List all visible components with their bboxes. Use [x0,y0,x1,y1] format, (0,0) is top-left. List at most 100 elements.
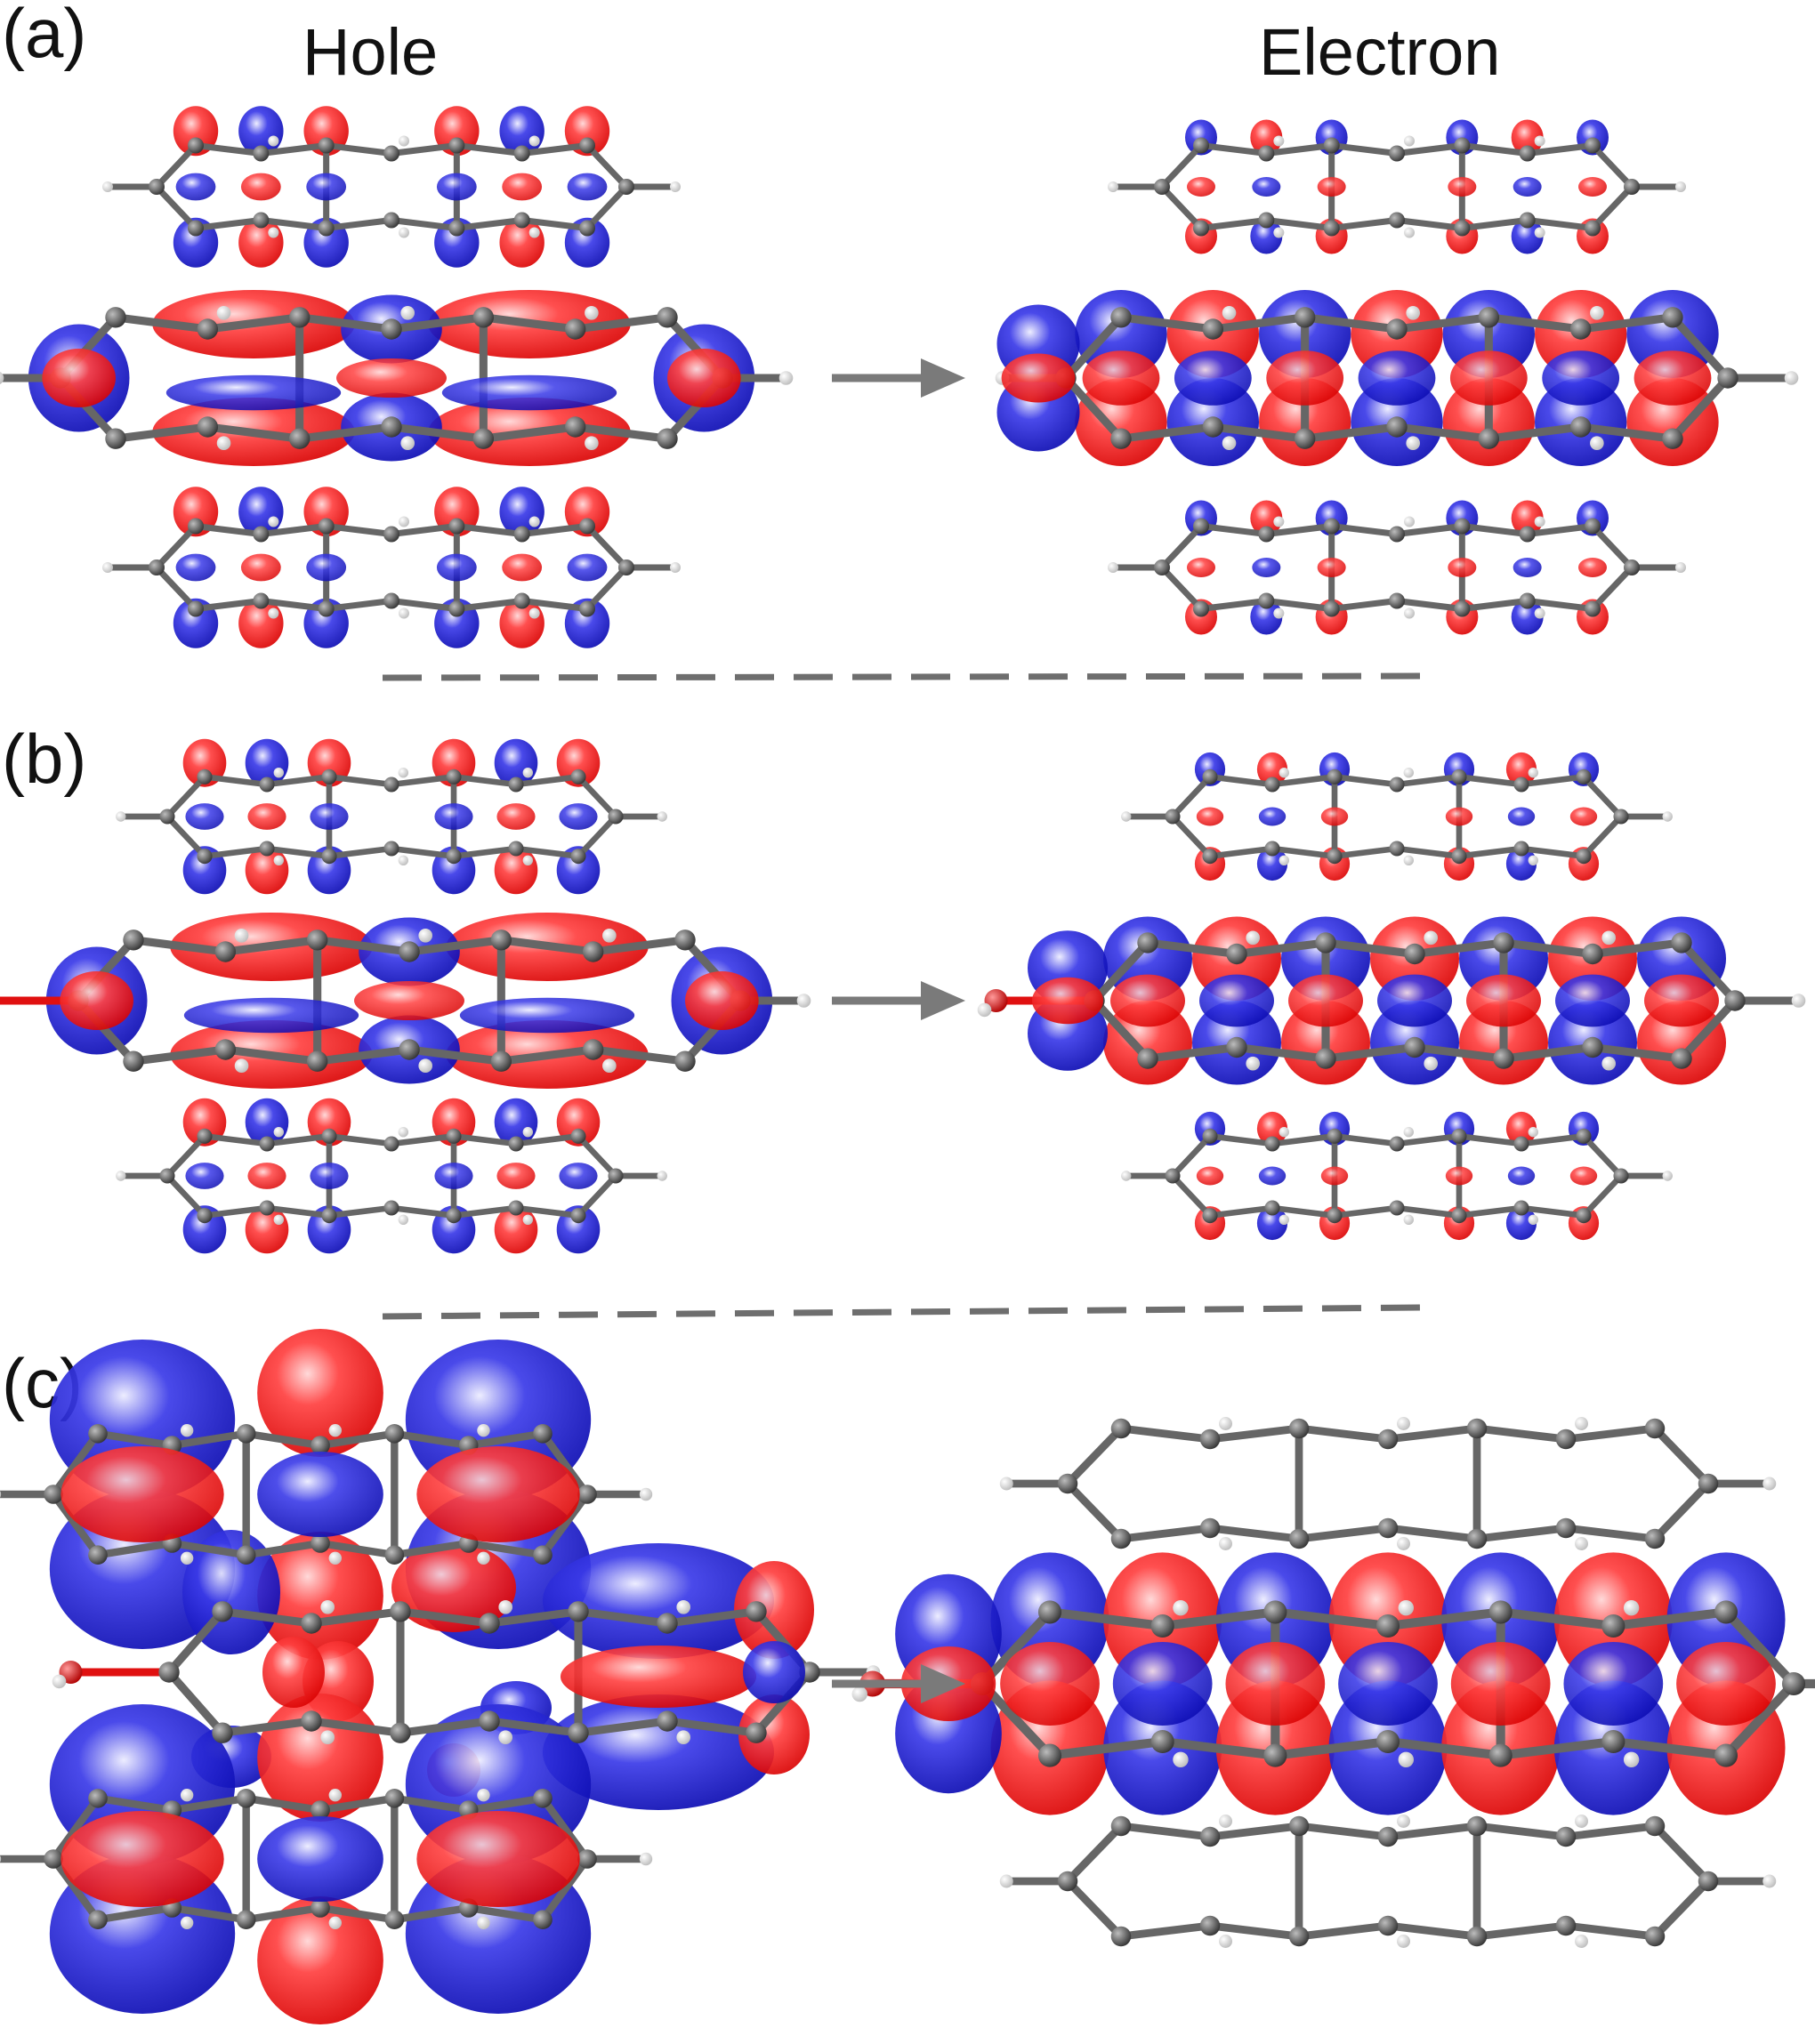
carbon-atom [1288,1418,1310,1439]
bond [391,1539,472,1559]
bond [1472,1524,1570,1543]
hydrogen-atom [1406,436,1420,451]
positive-lobe [262,1637,325,1708]
hydrogen-atom [498,1730,512,1744]
hydrogen-atom [1222,436,1237,451]
carbon-atom [746,1722,767,1743]
bond [1561,1822,1659,1841]
bond [512,845,582,859]
hydrogen-atom [1406,306,1420,320]
carbon-atom [1193,518,1209,535]
negative-lobe [1542,350,1620,406]
hydrogen-atom [1397,1537,1410,1550]
positive-lobe [1256,752,1288,786]
carbon-atom [1585,220,1601,237]
bond [538,1429,592,1499]
bond [1456,1133,1525,1147]
hydrogen-atom [1791,994,1806,1008]
bond [589,936,690,956]
carbon-atom [533,1910,553,1929]
carbon-atom [321,1208,337,1224]
carbon-atom [1193,600,1209,617]
hydrogen-atom [1601,930,1616,946]
carbon-atom [1698,1473,1719,1494]
carbon-atom [1404,943,1425,965]
carbon-atom [1493,1048,1514,1069]
bond [1472,1424,1570,1444]
bond [538,1490,592,1559]
divider-dashed-line [382,672,1424,681]
negative-lobe [1507,1166,1536,1186]
hydrogen-atom [528,516,540,527]
hydrogen-atom [1108,181,1118,192]
hydrogen-atom [52,1674,67,1689]
carbon-atom [1288,1926,1310,1947]
positive-lobe [42,349,117,407]
carbon-atom [1263,1743,1287,1767]
hydrogen-atom [1273,608,1285,619]
carbon-atom [1781,1671,1806,1696]
hydrogen-atom [1528,768,1539,778]
hydrogen-atom [1397,1417,1410,1430]
positive-lobe [182,738,227,787]
hydrogen-atom [1121,811,1132,822]
hydrogen-atom [1108,562,1118,573]
carbon-atom [1199,1428,1221,1450]
carbon-atom [472,428,495,449]
bond [257,523,330,537]
carbon-atom [1154,179,1170,195]
carbon-atom [448,518,465,535]
bond [1496,1607,1618,1631]
carbon-atom [570,849,586,865]
hydrogen-atom [399,516,409,527]
bond [1410,938,1508,959]
hydrogen-atom [268,135,279,147]
hydrogen-atom [657,1171,667,1181]
bond [129,936,230,956]
carbon-atom [311,1898,330,1918]
hydrogen-atom [1403,1127,1415,1138]
negative-lobe [434,803,473,830]
negative-lobe [459,997,635,1034]
bond [1061,374,1125,443]
negative-lobe [306,553,347,582]
carbon-atom [383,145,399,162]
carbon-atom [197,318,219,340]
carbon-atom [1258,592,1275,609]
carbon-atom [1377,1915,1399,1936]
hydrogen-atom [778,371,794,385]
positive-lobe [1000,1641,1100,1726]
bond [391,1429,472,1450]
negative-lobe [559,803,598,830]
bond [1383,1607,1505,1631]
bond [192,217,264,231]
carbon-atom [577,1485,597,1504]
carbon-atom [1714,1743,1738,1767]
bond [388,774,457,788]
arrow-head [921,1664,965,1703]
bond [1383,1424,1481,1444]
carbon-atom [1613,1168,1629,1184]
carbon-atom [88,1910,108,1929]
hydrogen-atom [602,929,617,943]
hydrogen-atom [1246,1056,1260,1071]
carbon-atom [446,769,462,785]
bond [574,1717,672,1737]
bond [1561,1921,1659,1941]
carbon-atom [1585,137,1601,154]
hydrogen-atom [1279,1127,1290,1138]
bond [1269,1204,1338,1219]
bond [326,845,395,859]
bond [574,1607,672,1628]
positive-lobe [257,1532,383,1660]
bond [1393,142,1465,157]
negative-lobe [185,803,224,830]
positive-lobe [1196,1166,1224,1186]
hydrogen-atom [1623,1751,1640,1768]
bond [1117,1822,1214,1841]
bond [316,1903,399,1924]
carbon-atom [384,1910,405,1929]
hydrogen-atom [0,1491,2,1498]
bond [589,1045,690,1066]
bond [1301,422,1401,443]
